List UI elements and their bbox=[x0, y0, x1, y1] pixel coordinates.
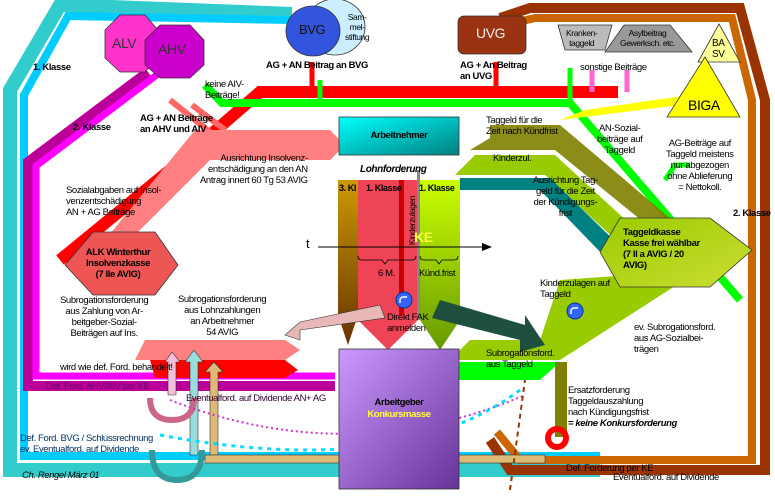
fak-arrow-icon bbox=[395, 291, 413, 309]
klasse2-right-label: 2. Klasse bbox=[733, 208, 771, 219]
eventual-an-ag-label: Eventualford. auf Dividende AN+ AG bbox=[186, 393, 326, 404]
biga-node[interactable] bbox=[666, 56, 741, 118]
arrow-from-taggeld-dark bbox=[432, 300, 545, 352]
ev-subrog-label: ev. Subrogationsford.aus AG-Sozialbei-tr… bbox=[634, 322, 716, 355]
arrow-to-konkursmasse-pink bbox=[284, 304, 386, 341]
def-ford-ahv-label: Def. Ford. AHV/AIV per KE bbox=[46, 381, 150, 392]
bvg-label: BVG bbox=[299, 22, 326, 37]
ba-sv-node[interactable] bbox=[697, 23, 741, 63]
taggeld-contribution-green bbox=[202, 68, 744, 303]
eventual-right-label: Eventualford. auf Dividende bbox=[613, 472, 719, 483]
arbeitnehmer-node[interactable] bbox=[338, 116, 460, 156]
uvg-label: UVG bbox=[476, 25, 506, 41]
alv-label: ALV bbox=[112, 35, 137, 51]
subrogation-arrows bbox=[135, 340, 300, 378]
ahv-node[interactable] bbox=[144, 24, 205, 79]
biga-label: BIGA bbox=[688, 97, 720, 113]
subrog-taggeld-label: Subrogationsford.aus Taggeld bbox=[486, 348, 555, 370]
time-axis bbox=[318, 243, 492, 265]
arbeitnehmer-label: Arbeitnehmer bbox=[370, 130, 428, 141]
sonstige-beitraege-label: sonstige Beiträge bbox=[580, 62, 647, 73]
arbeitgeber-node[interactable] bbox=[338, 348, 460, 490]
col-1kl-b-label: 1. Klasse bbox=[419, 183, 455, 193]
author-credit: Ch. Rengel März 01 bbox=[22, 470, 100, 481]
ke-label: KE bbox=[414, 229, 433, 245]
ag-an-bvg-label: AG + AN Beitrag an BVG bbox=[266, 60, 368, 71]
def-forderung-ke-label: Def. Forderung per KE bbox=[566, 463, 654, 474]
six-months-label: 6 M. bbox=[378, 268, 395, 279]
konkursmasse-label: Konkursmasse bbox=[367, 409, 431, 420]
lohnforderung-title: Lohnforderung bbox=[360, 164, 427, 175]
dotted-flows bbox=[159, 379, 526, 491]
sammelstiftung-label: Sam-mel-stiftung bbox=[345, 12, 370, 42]
col-1kl-a-label: 1. Klasse bbox=[366, 183, 402, 193]
krankentaggeld-node[interactable] bbox=[557, 24, 613, 51]
kuend-frist-label: Künd.frist bbox=[419, 268, 456, 279]
sozialabgaben-label: Sozialabgaben auf Insol-venzentschädigun… bbox=[66, 185, 161, 218]
ahv-label: AHV bbox=[158, 41, 186, 57]
wird-wie-def-label: wird wie def. Ford. behandelt! bbox=[60, 362, 173, 373]
ausrichtung-insolvenz-label: Ausrichtung Insolvenz-entschädigung an d… bbox=[200, 153, 308, 186]
no-claim-ring-icon bbox=[545, 426, 569, 450]
bvg-node[interactable] bbox=[285, 5, 341, 57]
time-axis-label: t bbox=[306, 236, 310, 251]
uvg-node[interactable] bbox=[457, 15, 527, 55]
asylbeitrag-node[interactable] bbox=[604, 24, 693, 53]
col-3kl-label: 3. Kl bbox=[339, 183, 357, 193]
keine-alv-label: keine AIV-Beiträge! bbox=[205, 79, 244, 101]
klasse2-left-label: 2. Klasse bbox=[73, 122, 111, 133]
alk-insolvenzkasse-node[interactable] bbox=[64, 231, 179, 296]
klasse1-left-label: 1. Klasse bbox=[33, 62, 71, 73]
kinderzul-label: Kinderzul. bbox=[493, 153, 532, 164]
krankentaggeld-label: Kranken-taggeld bbox=[566, 28, 598, 48]
fak-arrow-icon-right bbox=[566, 302, 584, 320]
taggeldkasse-node[interactable] bbox=[599, 217, 753, 288]
arbeitgeber-label: Arbeitgeber bbox=[374, 397, 424, 408]
